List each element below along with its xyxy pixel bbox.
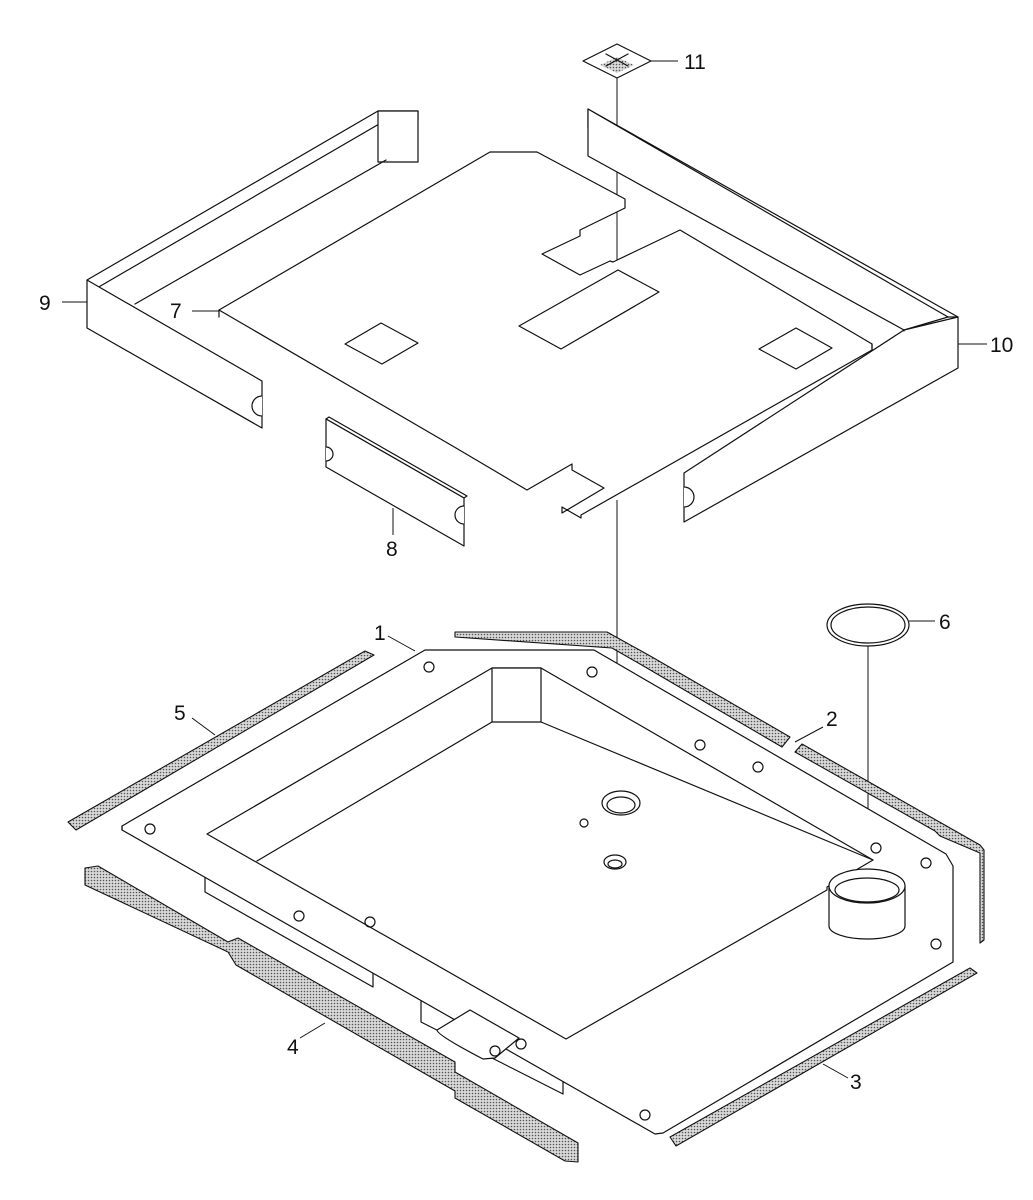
part-3-gasket-strip [669, 967, 978, 1147]
part-1-base-housing [121, 649, 954, 1135]
callout-8: 8 [386, 538, 398, 561]
part-7-top-cover-plate [218, 151, 873, 519]
callout-6: 6 [939, 611, 951, 634]
callout-4: 4 [287, 1036, 299, 1059]
part-10-right-side-wall [587, 108, 959, 523]
part-4-gasket-strip [84, 865, 579, 1163]
part-5-gasket-strip [67, 650, 375, 831]
callout-3: 3 [850, 1071, 862, 1094]
callout-2: 2 [826, 708, 838, 731]
part-9-left-side-wall [86, 110, 419, 429]
part-2-gasket-strip [454, 631, 985, 944]
callout-leaders [62, 60, 987, 1079]
callout-5: 5 [174, 702, 186, 725]
callout-1: 1 [374, 622, 386, 645]
part-11-label-plate [582, 43, 652, 79]
part-8-bracket-strip [325, 416, 468, 547]
callout-11: 11 [684, 51, 706, 74]
callout-9: 9 [39, 292, 51, 315]
callout-7: 7 [170, 300, 182, 323]
callout-10: 10 [990, 334, 1013, 357]
